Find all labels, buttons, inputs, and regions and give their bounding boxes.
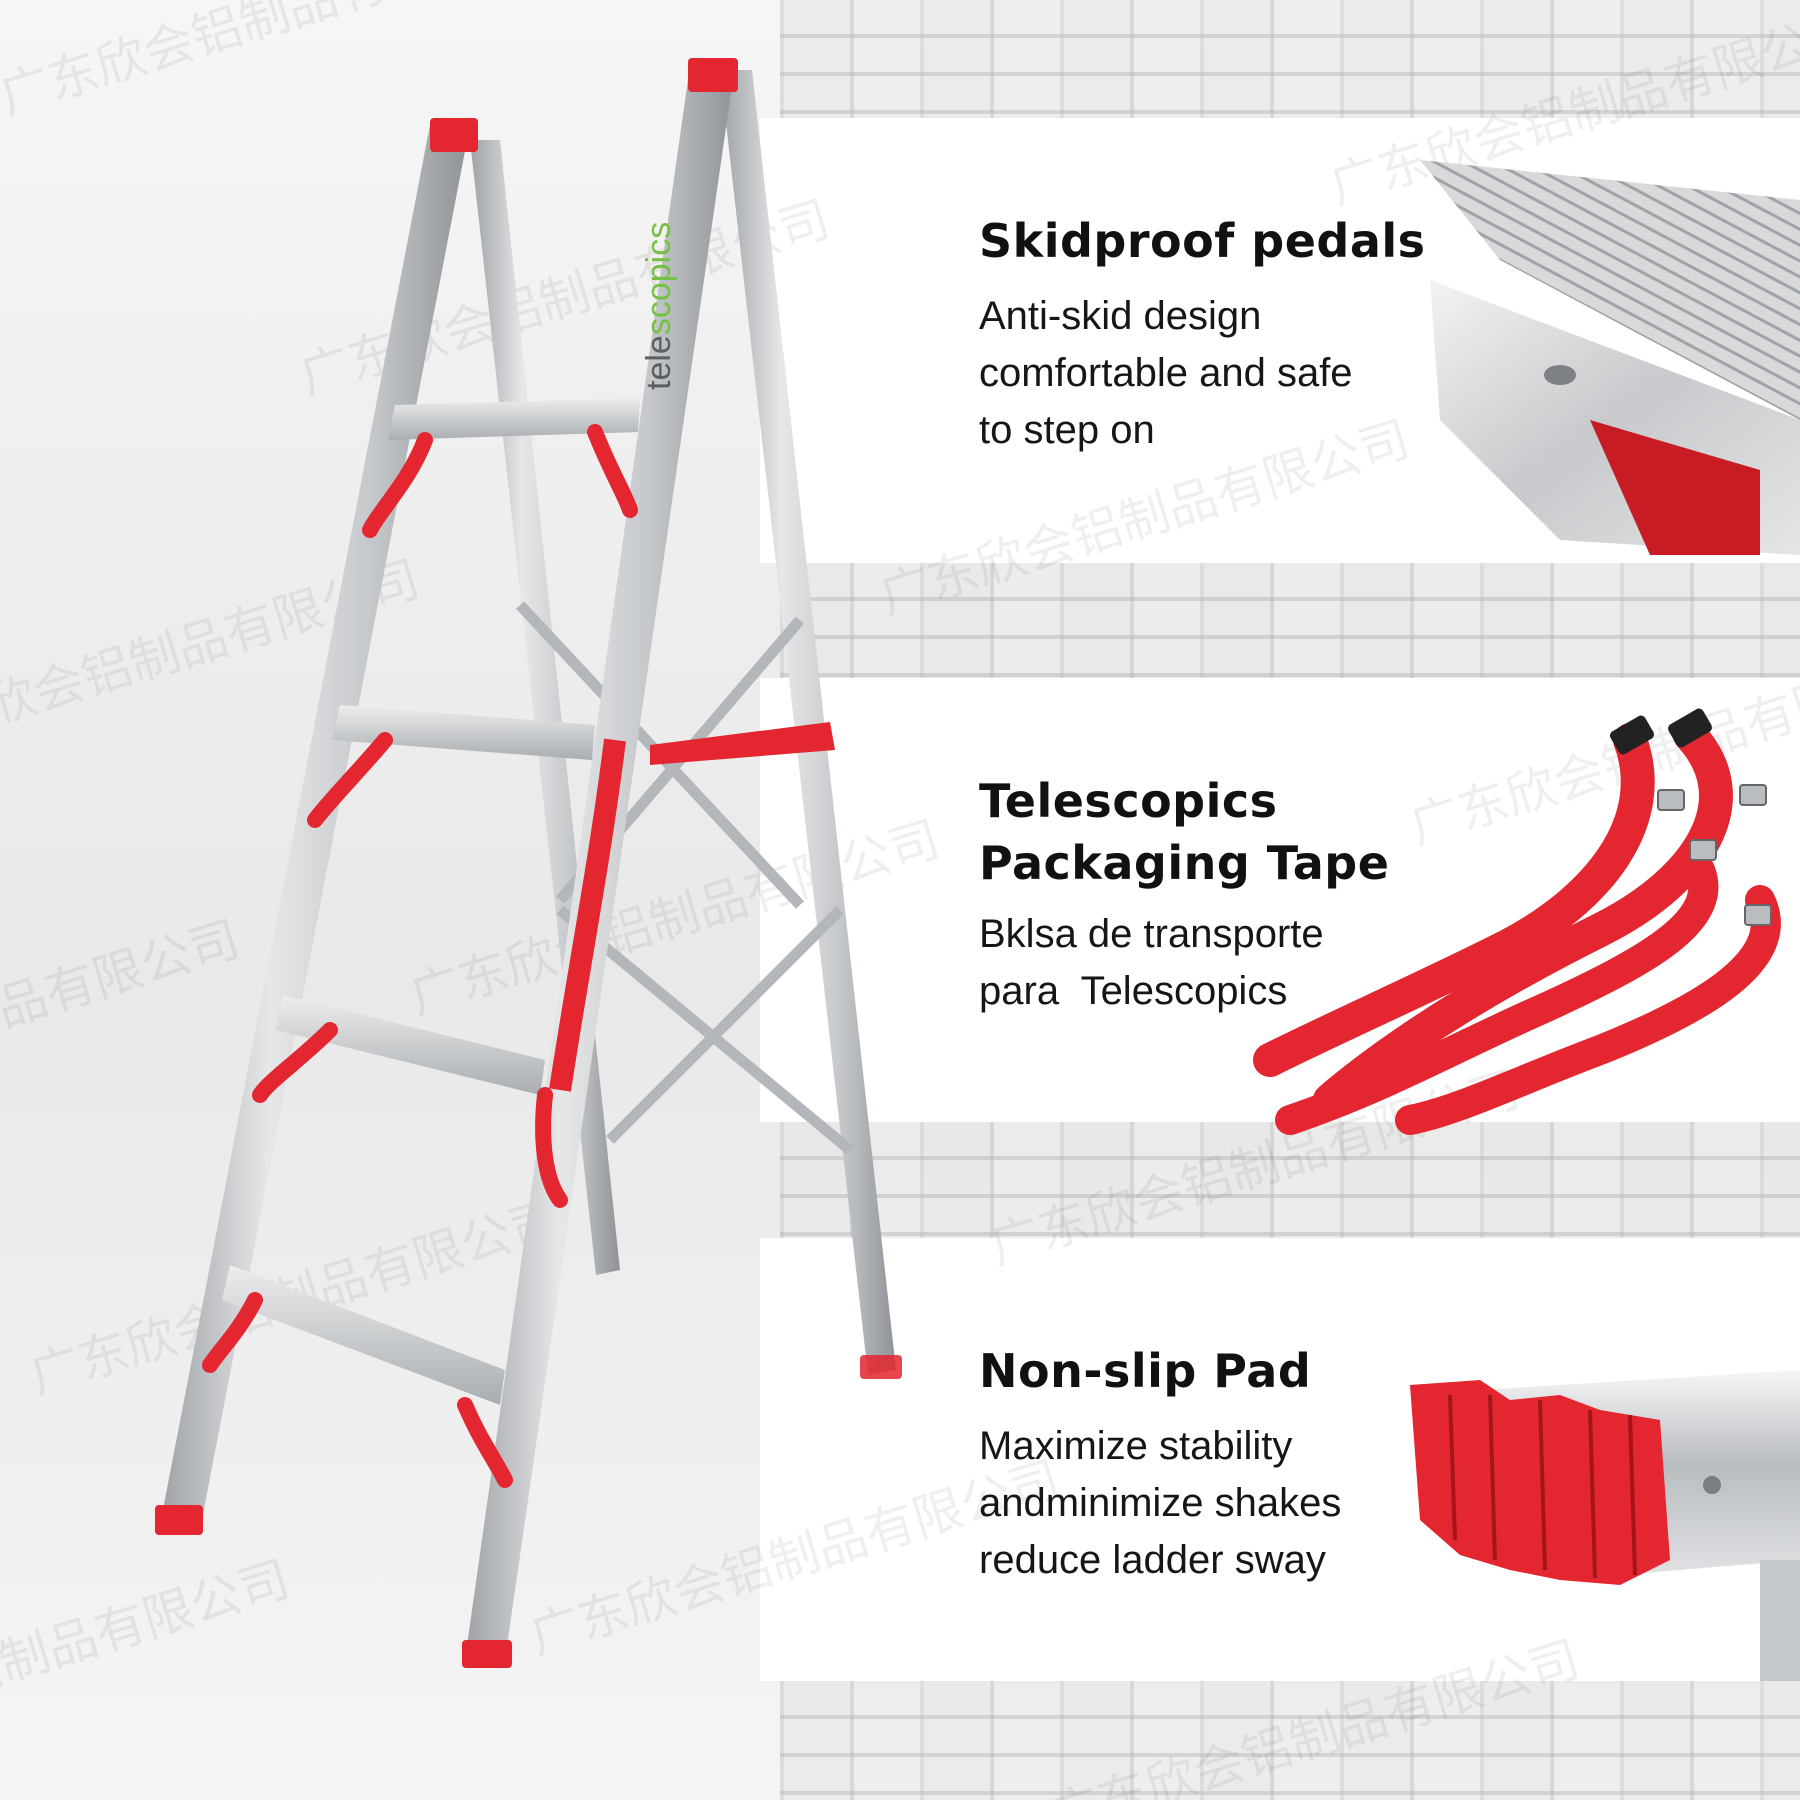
feature-description: Bklsa de transporte para Telescopics: [979, 906, 1439, 1020]
warehouse-shelves-bottom: [780, 1681, 1800, 1800]
warehouse-shelves-top: [780, 0, 1800, 118]
feature-non-slip-pad: Non-slip Pad Maximize stability andminim…: [979, 1340, 1439, 1589]
feature-line: Anti-skid design: [979, 294, 1262, 338]
feature-line: reduce ladder sway: [979, 1538, 1326, 1582]
brand-logo: telescopics: [640, 222, 679, 390]
warehouse-shelves-middle: [780, 563, 1800, 678]
feature-title-line: Telescopics: [979, 774, 1278, 828]
feature-packaging-tape: Telescopics Packaging Tape Bklsa de tran…: [979, 770, 1439, 1020]
feature-line: Bklsa de transporte: [979, 912, 1324, 956]
feature-line: andminimize shakes: [979, 1481, 1342, 1525]
feature-line: Maximize stability: [979, 1424, 1293, 1468]
brand-logo-part-b: scopics: [640, 221, 678, 336]
warehouse-shelves-lower: [780, 1122, 1800, 1238]
feature-title: Telescopics Packaging Tape: [979, 770, 1439, 894]
feature-line: para Telescopics: [979, 969, 1288, 1013]
feature-title: Skidproof pedals: [979, 214, 1426, 268]
feature-line: to step on: [979, 408, 1155, 452]
feature-line: comfortable and safe: [979, 351, 1353, 395]
brand-logo-part-a: tele: [640, 335, 678, 390]
feature-skidproof: Skidproof pedals Anti-skid design comfor…: [979, 210, 1439, 459]
feature-title: Non-slip Pad: [979, 1344, 1312, 1398]
feature-description: Maximize stability andminimize shakes re…: [979, 1418, 1439, 1589]
feature-description: Anti-skid design comfortable and safe to…: [979, 288, 1439, 459]
feature-title-line: Packaging Tape: [979, 836, 1390, 890]
